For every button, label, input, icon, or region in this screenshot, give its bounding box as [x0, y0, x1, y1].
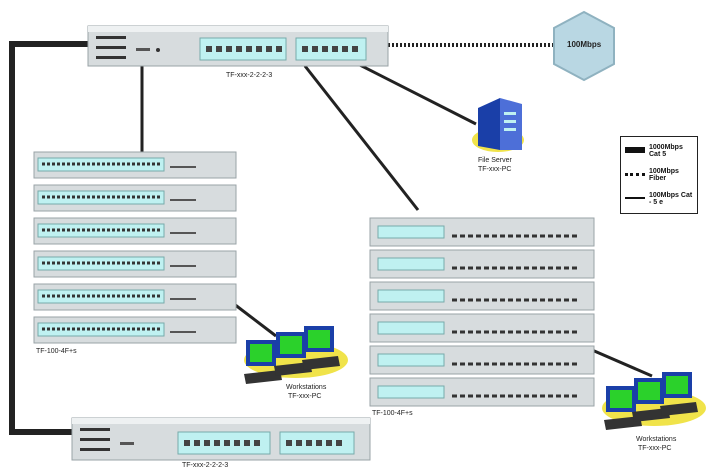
core-switch-top-label: TF-xxx-2-2-2-3 — [226, 72, 273, 79]
link-top-to-right-stack — [303, 65, 420, 211]
workstations-left-label-2: TF-xxx-PC — [288, 393, 322, 400]
legend-label-3: 100Mbps Cat - 5 e — [649, 192, 693, 206]
workstations-right-label-2: TF-xxx-PC — [638, 445, 672, 452]
link-left-stack-to-workstations — [233, 302, 277, 338]
workstations-right-label-1: Workstations — [636, 436, 677, 443]
file-server-icon — [472, 98, 524, 152]
left-switch-stack — [33, 151, 237, 344]
right-switch-stack — [369, 217, 595, 407]
link-right-stack-to-workstations — [591, 348, 653, 378]
legend: 1000Mbps Cat 5 100Mbps Fiber 100Mbps Cat… — [620, 136, 698, 214]
legend-item-1000mbps-cat5: 1000Mbps Cat 5 — [625, 143, 693, 158]
core-switch-top — [87, 25, 389, 67]
legend-item-100mbps-fiber: 100Mbps Fiber — [625, 167, 693, 182]
left-stack-label: TF-100-4F+s — [36, 348, 77, 355]
right-stack-label: TF-100-4F+s — [372, 410, 413, 417]
legend-label-1: 1000Mbps Cat 5 — [649, 144, 683, 158]
hub-label: 100Mbps — [567, 40, 602, 49]
workstations-left-label-1: Workstations — [286, 384, 327, 391]
legend-swatch-dotted — [625, 173, 645, 176]
legend-label-2: 100Mbps Fiber — [649, 168, 679, 182]
workstations-left-icon — [244, 326, 348, 384]
core-switch-bottom-label: TF-xxx-2-2-2-3 — [182, 462, 229, 469]
legend-swatch-thin — [625, 197, 645, 199]
legend-item-100mbps-cat5e: 100Mbps Cat - 5 e — [625, 191, 693, 206]
link-top-to-file-server — [349, 58, 477, 126]
trunk-link — [9, 41, 92, 435]
legend-swatch-thick — [625, 147, 645, 153]
workstations-right-icon — [602, 372, 706, 430]
hub-100mbps — [553, 10, 615, 82]
file-server-label-2: TF-xxx-PC — [478, 166, 512, 173]
file-server-label-1: File Server — [478, 157, 512, 164]
core-switch-bottom — [71, 417, 371, 461]
connections — [9, 41, 653, 435]
